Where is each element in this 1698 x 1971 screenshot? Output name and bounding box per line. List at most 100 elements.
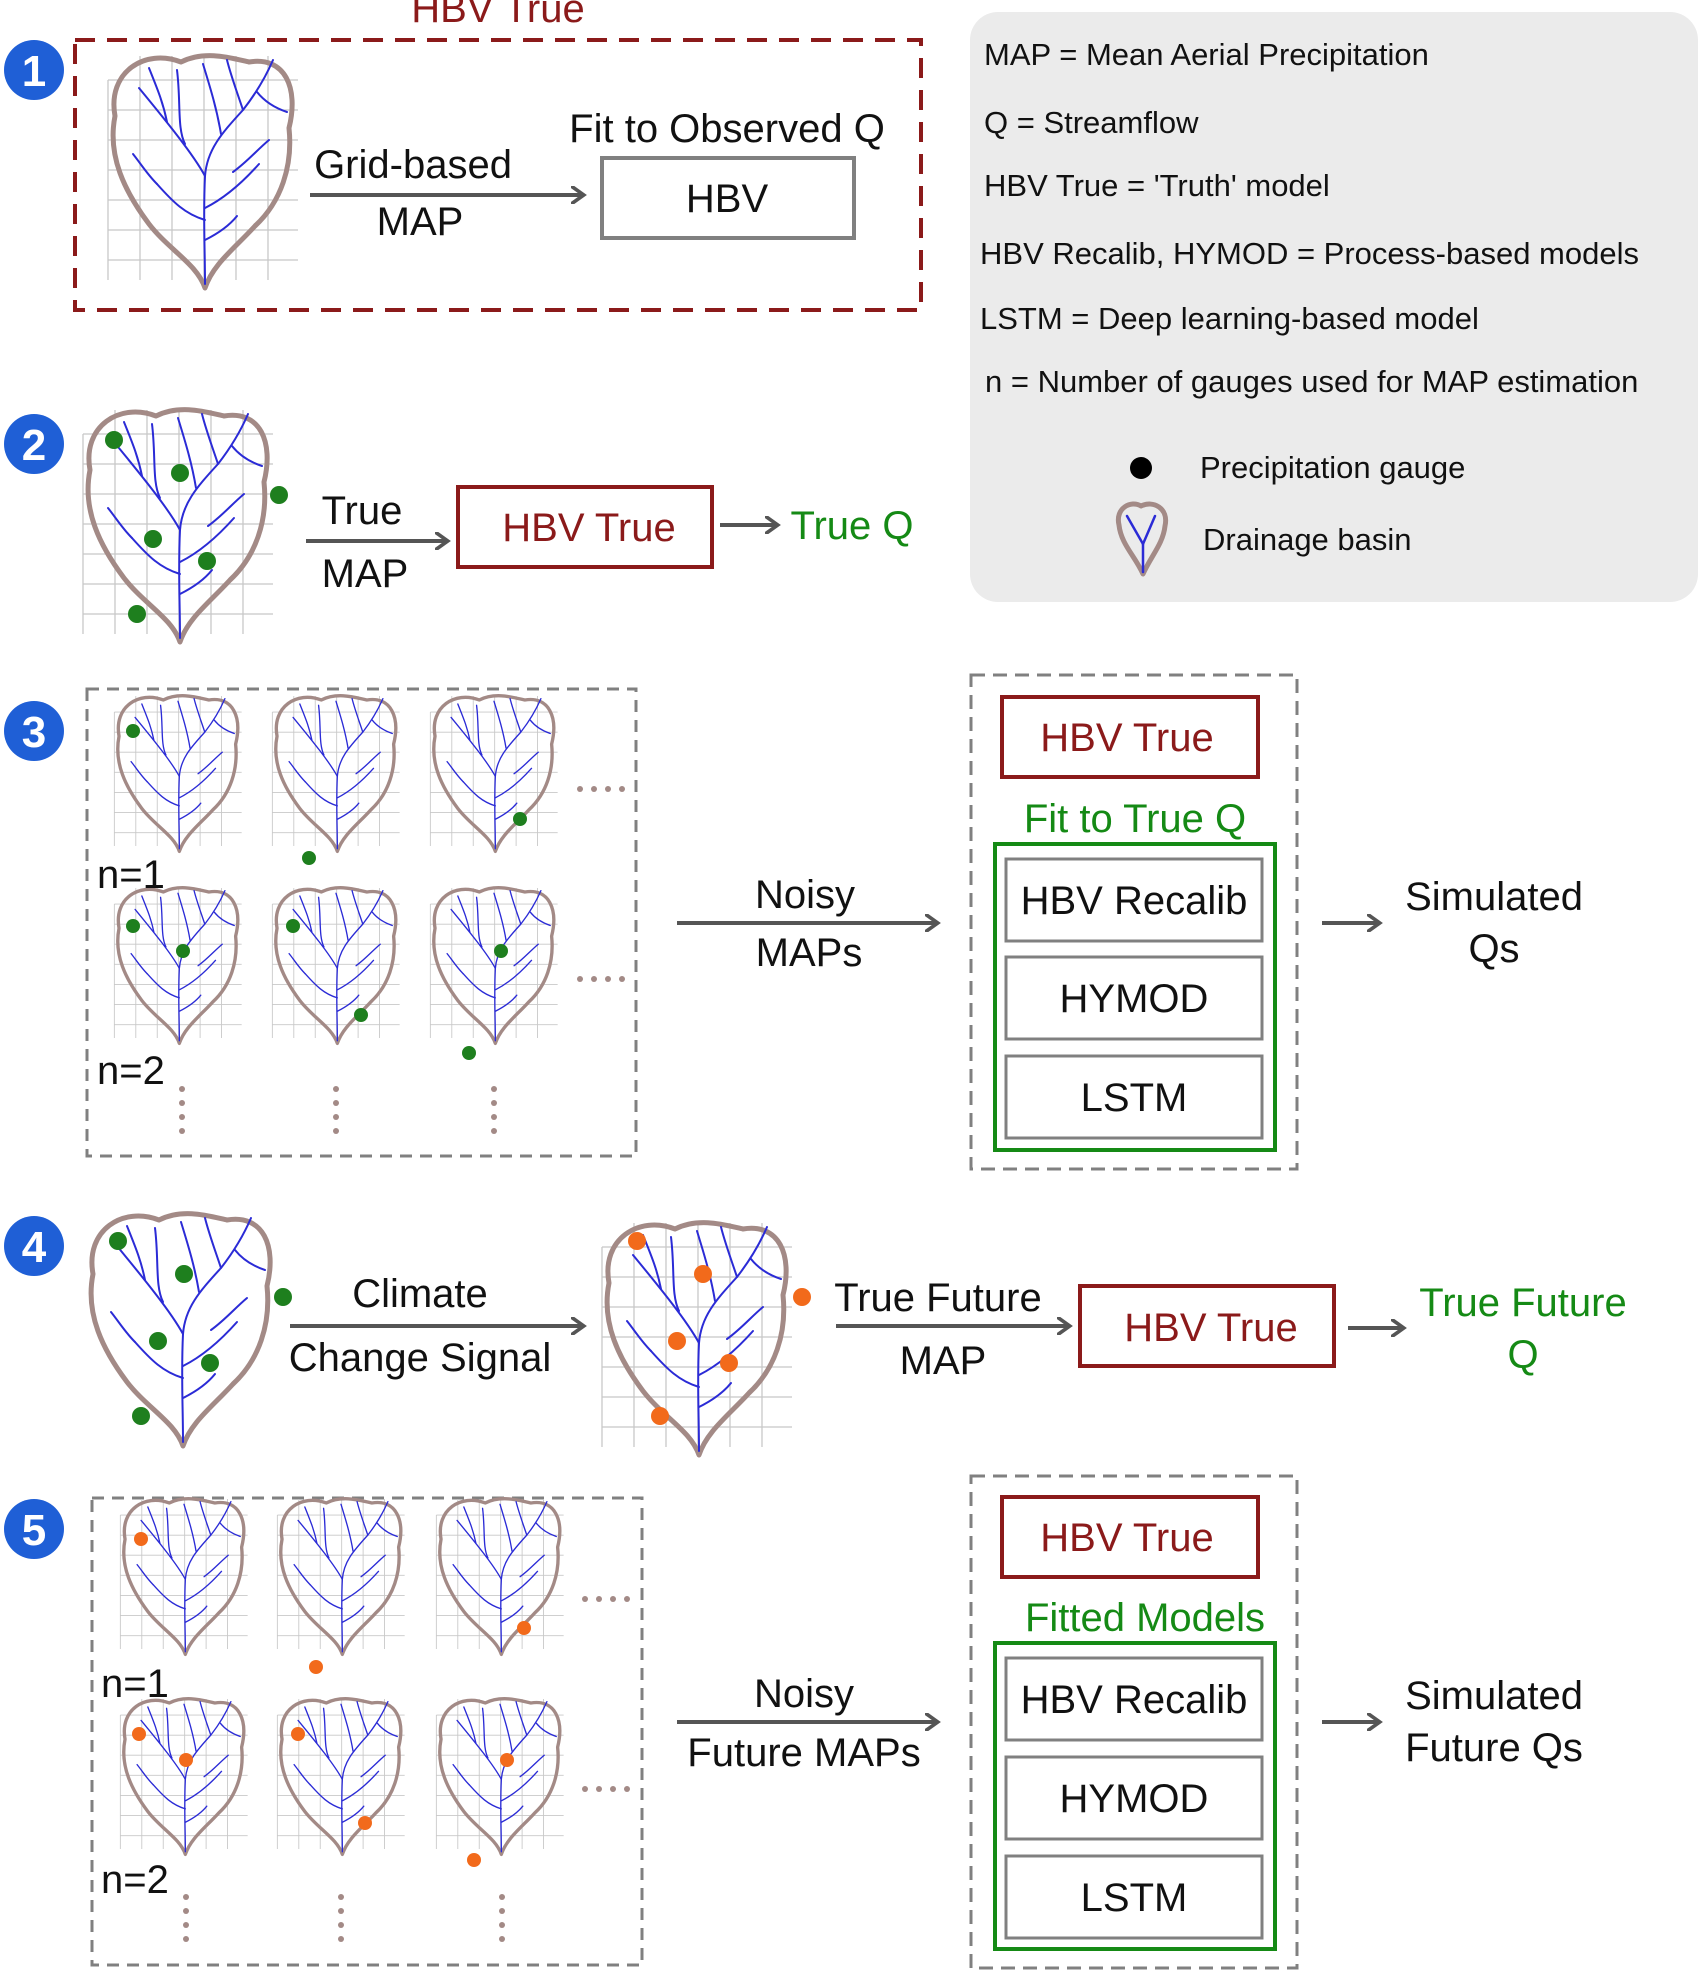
step-badge-3: 3 [4,701,64,761]
model-label: HYMOD [1060,1777,1209,1821]
basin-icon [428,694,560,854]
gauge-icon [134,1532,148,1546]
step-2: 2 True MAP HBV True True Q [4,410,914,642]
hbv-box-label: HBV [686,177,769,221]
basin-icon [108,56,298,288]
step-4: 4 [4,1211,1627,1455]
output-bottom: Future Qs [1405,1726,1583,1770]
row-label-n1: n=1 [101,1662,169,1706]
output-top: Simulated [1405,1674,1583,1718]
step-badge-4: 4 [4,1216,64,1276]
basin-icon [118,1697,250,1857]
legend-item: Q = Streamflow [984,105,1199,140]
frame-title: HBV True [411,0,584,31]
step-1: HBV True 1 Grid-based MAP Fit to Observe… [4,0,923,312]
hbv-true-label: HBV True [1040,716,1213,760]
hbv-true-frame [73,38,923,312]
future-gauges [132,1532,531,1867]
hbv-box [600,156,856,240]
gauge-icon [668,1332,686,1350]
gauge-icon [171,464,189,482]
ensemble-frame [85,687,638,1158]
basin-icon [112,886,244,1046]
ellipsis-icon [179,786,625,1134]
gauge-icon [286,919,300,933]
gauge-icon [309,1660,323,1674]
model-frame [969,673,1299,1171]
step-number: 2 [22,421,46,470]
step-number: 5 [22,1506,46,1555]
step-number: 1 [22,47,46,96]
model-box [1004,955,1264,1041]
hbv-true-box [1000,695,1260,779]
model-frame [969,1474,1299,1970]
output-top: Simulated [1405,875,1583,919]
basin-icon [275,1497,407,1657]
legend-item: HBV Recalib, HYMOD = Process-based model… [980,236,1639,271]
gauge-icon [302,851,316,865]
fitted-group [993,1641,1277,1951]
model-box [1004,1656,1264,1742]
step-badge-1: 1 [4,40,64,100]
gauge-icon [128,605,146,623]
model-label: LSTM [1081,1876,1188,1920]
gauge-icon [354,1008,368,1022]
basin-icon [270,694,402,854]
badge-circle-icon [4,1499,64,1559]
gauge-icon [105,431,123,449]
fitted-group [993,842,1277,1152]
row-label-n2: n=2 [97,1049,165,1093]
gauge-icon [1130,457,1152,479]
gauge-icon [793,1288,811,1306]
model-label: LSTM [1081,1076,1188,1120]
future-gauges [628,1232,811,1425]
gauge-icon [132,1407,150,1425]
future-basin-icon [602,1223,792,1455]
fit-label: Fitted Models [1025,1596,1265,1640]
gauge-icon [109,1232,127,1250]
arrow-label-top: True Future [834,1276,1041,1320]
gauge-icon [358,1816,372,1830]
arrow-label-bottom: Change Signal [289,1336,551,1380]
row-label-n2: n=2 [101,1858,169,1902]
gauge-icon [132,1727,146,1741]
arrow-label-bottom: Future MAPs [687,1731,920,1775]
legend-item: MAP = Mean Aerial Precipitation [984,37,1429,72]
basin-icon [434,1697,566,1857]
gauge-icon [628,1232,646,1250]
model-label: HBV Recalib [1021,1678,1248,1722]
gauges [126,724,527,1060]
gauge-icon [198,552,216,570]
arrow-label-bottom: MAP [377,200,464,244]
true-q-label: True Q [791,504,914,548]
ensemble-frame [90,1496,644,1967]
arrow-label-bottom: MAPs [756,931,863,975]
badge-circle-icon [4,1216,64,1276]
gauge-icon [517,1621,531,1635]
badge-circle-icon [4,701,64,761]
output-bottom: Qs [1468,927,1519,971]
hbv-true-box [1000,1495,1260,1579]
legend-item: HBV True = 'Truth' model [984,168,1330,203]
step-3: 3 n=1 n=2 Noisy MAPs [4,673,1583,1171]
badge-circle-icon [4,40,64,100]
row-label-n1: n=1 [97,853,165,897]
model-box [1004,1755,1264,1841]
legend-gauge-label: Precipitation gauge [1200,450,1465,485]
hbv-true-box [1078,1284,1336,1368]
output-top: True Future [1419,1281,1626,1325]
gauge-icon [175,1265,193,1283]
basin-icon [112,694,244,854]
badge-circle-icon [4,414,64,474]
hbv-true-label: HBV True [1124,1306,1297,1350]
gauge-icon [467,1853,481,1867]
step-number: 3 [22,708,46,757]
gauge-icon [694,1265,712,1283]
model-label: HYMOD [1060,977,1209,1021]
river-network-icon [110,1217,266,1443]
step-badge-2: 2 [4,414,64,474]
output-bottom: Q [1507,1333,1538,1377]
model-box [1004,1054,1264,1140]
